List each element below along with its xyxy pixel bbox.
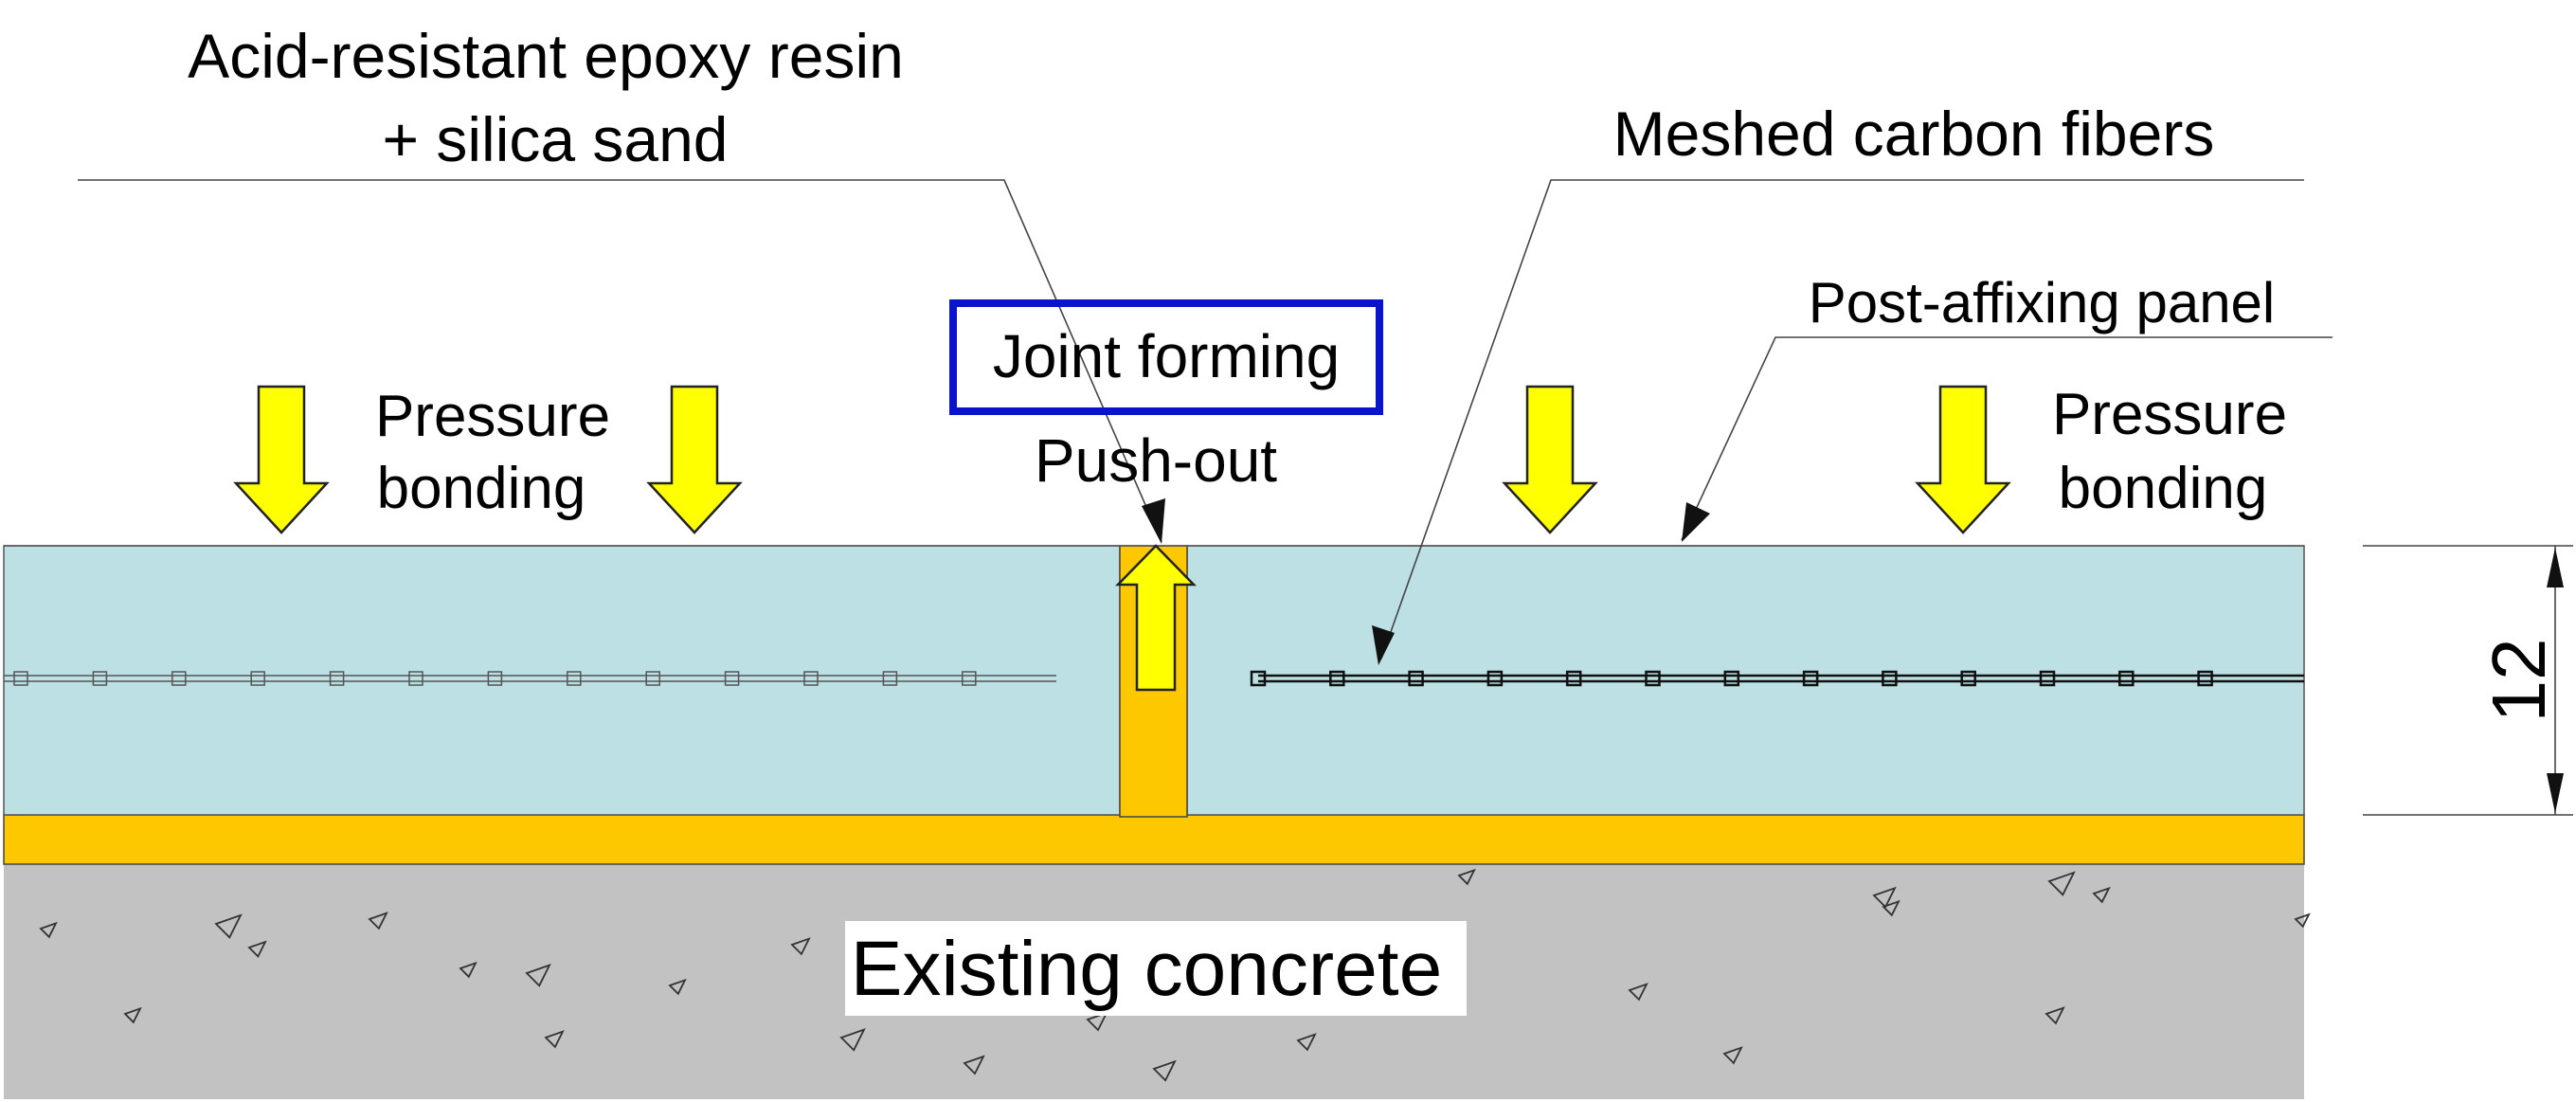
push-out-label: Push-out (1035, 426, 1277, 495)
carbon-mesh-right (1258, 674, 2304, 683)
mesh-node (329, 671, 345, 686)
leader-lines (78, 179, 2333, 659)
pressure-arrows (233, 385, 2011, 534)
mesh-node (171, 671, 187, 686)
dimension-arrowheads (2547, 548, 2564, 813)
resin-layer (3, 814, 2305, 865)
triangle-icon (214, 913, 243, 939)
mesh-node (1408, 670, 1424, 687)
mesh-node (2197, 670, 2213, 687)
mesh-node (2118, 670, 2135, 687)
triangle-icon (2294, 912, 2311, 929)
triangle-icon (368, 912, 388, 930)
arrow-up-icon (1115, 544, 1197, 692)
concrete-aggregate (39, 868, 2311, 1082)
joint-forming-label: Joint forming (993, 322, 1340, 390)
triangle-icon (2092, 886, 2111, 904)
mesh-node (1882, 670, 1898, 687)
leader-arrowheads (1142, 498, 1710, 665)
carbon-mesh-left (4, 675, 1056, 682)
mesh-node (250, 671, 265, 686)
resin-label-line1: Acid-resistant epoxy resin (188, 21, 904, 91)
triangle-icon (1628, 983, 1648, 1002)
triangle-icon (1722, 1046, 1743, 1065)
panel-left (3, 545, 1121, 816)
mesh-node (1960, 670, 1976, 687)
bonding-label-right: bonding (2059, 456, 2268, 521)
mesh-node (1329, 670, 1345, 687)
triangle-icon (668, 978, 687, 996)
arrow-down-icon (1502, 385, 1598, 534)
triangle-icon (247, 940, 267, 958)
triangle-icon (1296, 1033, 1317, 1052)
triangle-icon (2047, 871, 2076, 896)
triangle-icon (525, 964, 551, 987)
triangle-icon (963, 1055, 985, 1075)
mesh-node (92, 671, 108, 686)
triangle-icon (1872, 886, 1897, 909)
concrete-label-background (845, 921, 1467, 1016)
bonding-label-left: bonding (377, 456, 586, 521)
resin-label-line2: + silica sand (382, 104, 728, 174)
mesh-node (1802, 670, 1819, 687)
triangle-icon (1882, 899, 1900, 917)
mesh-node (645, 671, 660, 686)
mesh-node (1250, 670, 1267, 687)
pressure-label-right: Pressure (2052, 382, 2287, 447)
mesh-node (1486, 670, 1504, 687)
triangle-icon (1152, 1059, 1177, 1082)
mesh-node (13, 671, 28, 686)
mesh-node (724, 671, 740, 686)
joint-forming-box (949, 299, 1383, 415)
triangle-icon (2045, 1006, 2065, 1025)
concrete-label: Existing concrete (851, 926, 1442, 1012)
dimension-label: 12 (2477, 639, 2561, 723)
arrow-down-icon (233, 385, 330, 534)
triangle-icon (39, 921, 58, 939)
mesh-node (1645, 670, 1661, 687)
panel-label: Post-affixing panel (1809, 271, 2276, 334)
carbon-mesh-nodes (13, 670, 2213, 687)
mesh-node (487, 671, 503, 686)
mesh-node (882, 671, 898, 686)
mesh-node (1723, 670, 1740, 687)
triangle-icon (1457, 868, 1476, 886)
triangle-icon (123, 1006, 142, 1024)
mesh-node (1565, 670, 1582, 687)
mesh-node (803, 671, 819, 686)
triangle-icon (544, 1030, 565, 1049)
triangle-icon (839, 1028, 866, 1052)
triangle-icon (790, 937, 811, 956)
arrow-down-icon (1915, 385, 2011, 534)
carbon-fibers-label: Meshed carbon fibers (1613, 99, 2215, 169)
mesh-node (567, 671, 582, 686)
dimension-marker (2363, 545, 2573, 816)
arrow-down-icon (646, 385, 743, 534)
triangle-icon (1086, 1011, 1108, 1032)
mesh-node (408, 671, 423, 686)
mesh-node (962, 671, 977, 686)
triangle-icon (459, 961, 477, 979)
mesh-node (2039, 670, 2056, 687)
pressure-label-left: Pressure (375, 384, 610, 449)
